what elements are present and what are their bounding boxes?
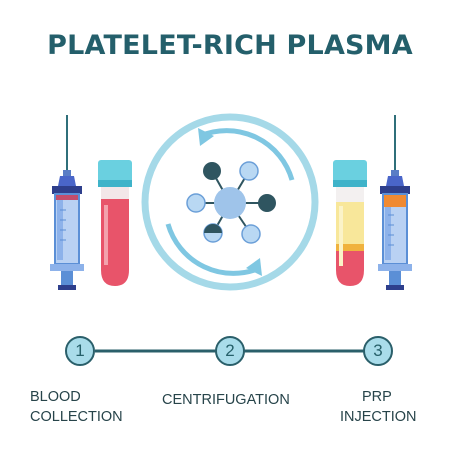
- centrifuge-icon: [141, 113, 319, 291]
- step-2-line-1: CENTRIFUGATION: [162, 392, 290, 408]
- blood-tube-icon: [98, 160, 132, 286]
- syringe-blood-icon: [50, 115, 84, 290]
- step-1-line-2: COLLECTION: [30, 409, 123, 425]
- step-2-label: CENTRIFUGATION: [162, 390, 290, 410]
- step-3-line-2: INJECTION: [340, 409, 417, 425]
- step-3-line-1: PRP: [362, 389, 392, 405]
- step-3-label: PRP INJECTION: [340, 387, 417, 427]
- step-2-circle: 2: [215, 336, 245, 366]
- plasma-tube-icon: [333, 160, 367, 286]
- syringe-prp-icon: [378, 115, 412, 290]
- step-1-circle: 1: [65, 336, 95, 366]
- step-1-line-1: BLOOD: [30, 389, 81, 405]
- step-1-label: BLOOD COLLECTION: [30, 387, 123, 427]
- step-3-circle: 3: [363, 336, 393, 366]
- page-title: PLATELET-RICH PLASMA: [47, 30, 413, 61]
